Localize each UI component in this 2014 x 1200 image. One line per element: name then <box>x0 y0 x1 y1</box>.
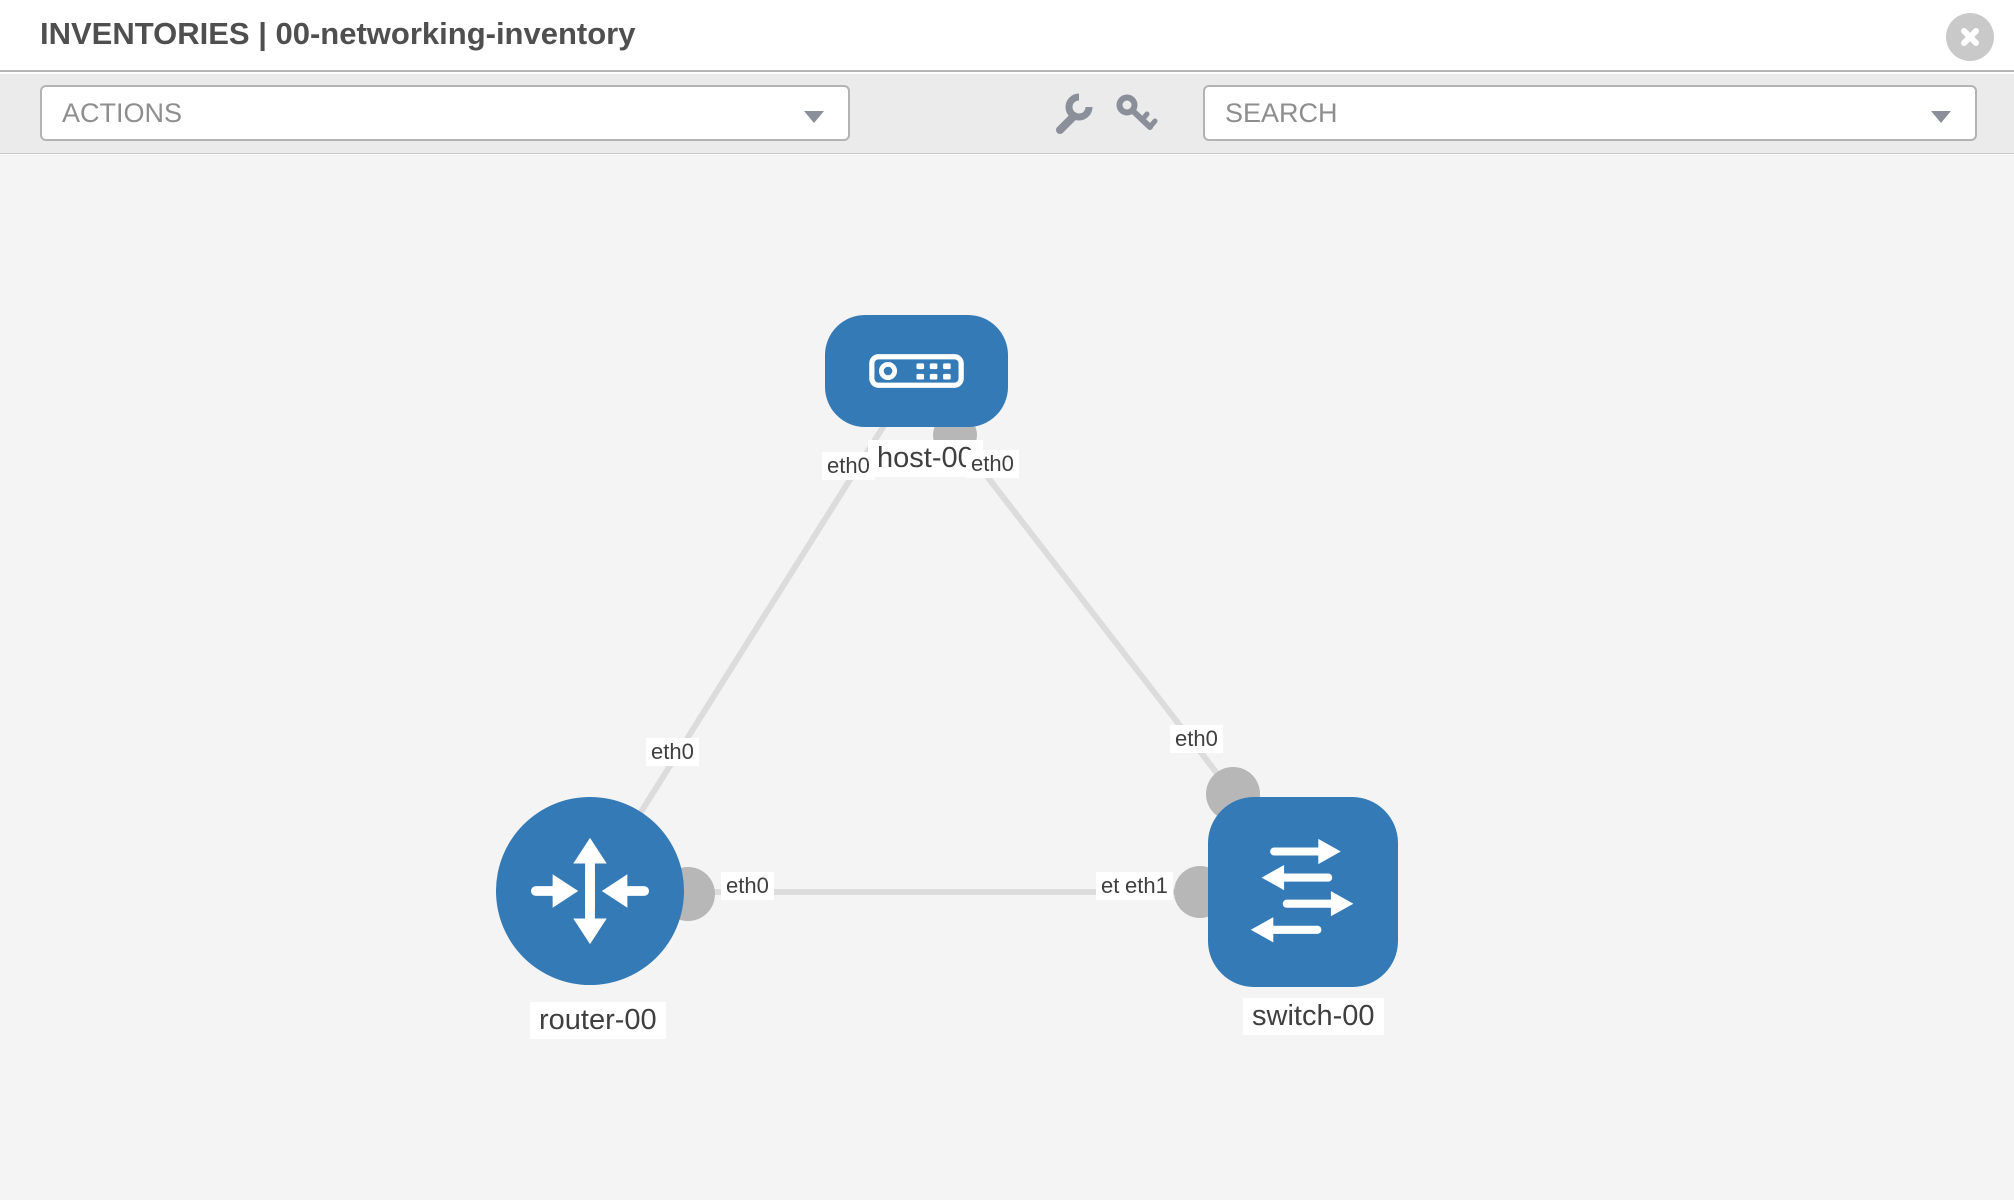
close-icon <box>1961 28 1979 46</box>
switch-arrows-icon <box>1250 838 1354 943</box>
iface-label-switch-top: eth0 <box>1170 725 1223 753</box>
chevron-down-icon <box>804 111 824 123</box>
key-button[interactable] <box>1114 92 1160 143</box>
iface-label-link-switch-side-front: eth1 <box>1120 872 1173 900</box>
topology-canvas[interactable]: host-00 router-00 switch-00 eth0 eth0 et… <box>0 155 2014 1200</box>
actions-dropdown[interactable]: ACTIONS <box>40 85 850 141</box>
search-dropdown[interactable]: SEARCH <box>1203 85 1977 141</box>
iface-label-link-router-side: eth0 <box>721 872 774 900</box>
iface-label-host-left: eth0 <box>822 452 875 480</box>
iface-label-host-right: eth0 <box>966 450 1019 478</box>
node-switch-00[interactable] <box>1208 797 1398 987</box>
node-label-router: router-00 <box>530 1002 666 1039</box>
search-dropdown-label: SEARCH <box>1225 97 1338 128</box>
actions-dropdown-label: ACTIONS <box>62 97 183 128</box>
page-title: INVENTORIES | 00-networking-inventory <box>40 16 636 51</box>
key-icon <box>1116 94 1158 130</box>
chevron-down-icon <box>1931 111 1951 123</box>
server-icon <box>869 354 964 388</box>
wrench-button[interactable] <box>1052 92 1096 141</box>
wrench-icon <box>1056 93 1093 134</box>
node-router-00[interactable] <box>496 797 684 985</box>
iface-label-router-top: eth0 <box>646 738 699 766</box>
router-arrows-icon <box>531 837 649 945</box>
node-host-00[interactable] <box>825 315 1008 427</box>
node-label-switch: switch-00 <box>1243 998 1384 1035</box>
close-button[interactable] <box>1946 13 1994 61</box>
node-label-host: host-00 <box>868 440 983 477</box>
header-bar: INVENTORIES | 00-networking-inventory <box>0 0 2014 72</box>
topology-links-layer <box>587 371 1303 921</box>
toolbar: ACTIONS SEARCH <box>0 74 2014 154</box>
